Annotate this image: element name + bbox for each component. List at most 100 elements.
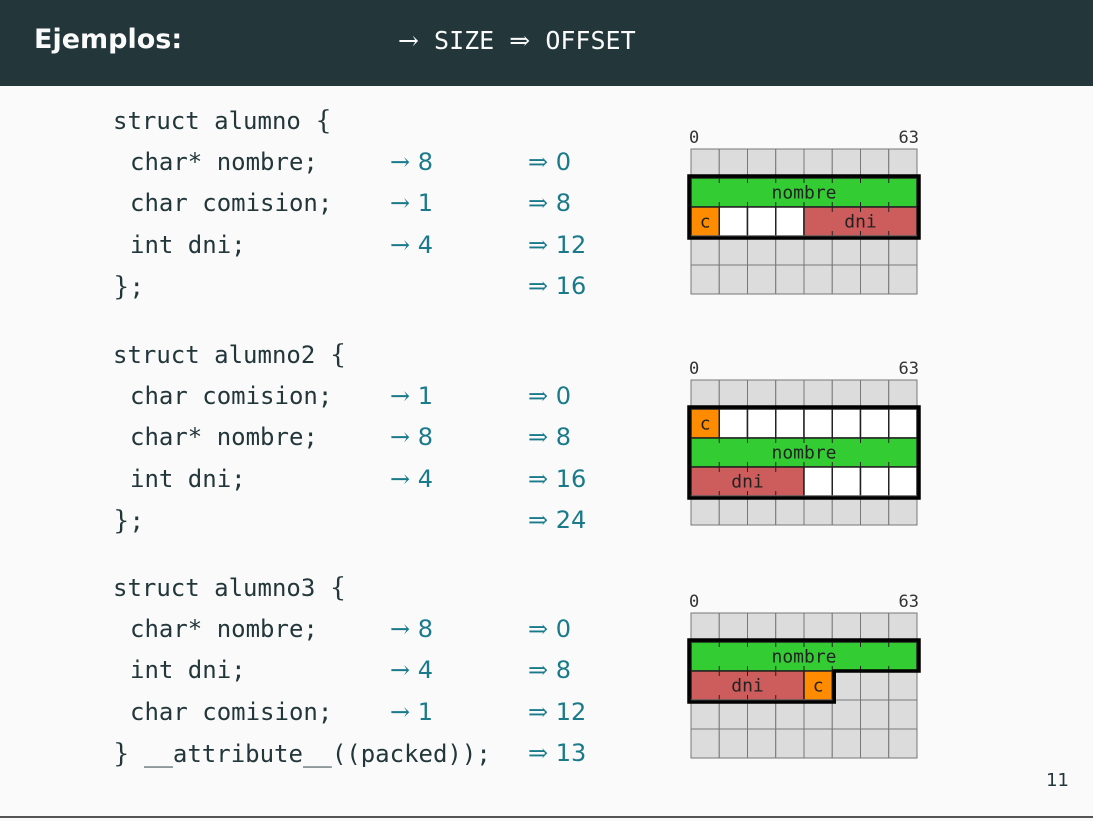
- empty-byte-cell: [860, 495, 890, 526]
- size-arrow: →: [390, 464, 411, 493]
- offset-arrow: ⇒: [528, 381, 549, 410]
- empty-byte-cell: [831, 264, 861, 295]
- offset-value: 0: [548, 147, 572, 176]
- padding-byte-cell: [859, 408, 890, 439]
- field-nombre-label: nombre: [771, 183, 836, 204]
- empty-byte-cell: [831, 728, 861, 759]
- field-size: → 4: [390, 658, 433, 682]
- struct-total-size: ⇒ 16: [528, 274, 586, 298]
- field-size: → 8: [390, 617, 433, 641]
- empty-byte-cell: [860, 264, 890, 295]
- empty-byte-cell: [690, 728, 720, 759]
- padding-byte-cell: [831, 466, 862, 497]
- field-decl: int dni;: [130, 658, 246, 682]
- empty-byte-cell: [888, 699, 918, 730]
- field-size: → 8: [390, 425, 433, 449]
- empty-byte-cell: [831, 495, 861, 526]
- size-arrow: →: [390, 614, 411, 643]
- empty-byte-cell: [803, 264, 833, 295]
- empty-byte-cell: [860, 670, 890, 701]
- empty-byte-cell: [718, 264, 748, 295]
- size-arrow: →: [398, 26, 419, 55]
- struct-open-line: struct alumno2 {: [113, 342, 346, 368]
- empty-byte-cell: [860, 699, 890, 730]
- empty-byte-cell: [860, 728, 890, 759]
- field-offset: ⇒ 8: [528, 425, 571, 449]
- empty-byte-cell: [747, 379, 777, 410]
- empty-byte-cell: [888, 148, 918, 179]
- bit-end-label: 63: [899, 592, 919, 612]
- padding-byte-cell: [803, 466, 833, 497]
- field-decl: char* nombre;: [130, 617, 318, 641]
- field-dni-label: dni: [731, 472, 764, 493]
- field-size: → 1: [390, 700, 433, 724]
- field-offset: ⇒ 0: [528, 617, 571, 641]
- size-value: 1: [410, 381, 434, 410]
- empty-byte-cell: [690, 264, 720, 295]
- size-value: 4: [410, 230, 434, 259]
- slide-header: Ejemplos: → SIZE ⇒ OFFSET: [0, 0, 1093, 86]
- field-size: → 8: [390, 150, 433, 174]
- size-value: 1: [410, 189, 434, 217]
- offset-value: 0: [548, 614, 572, 643]
- empty-byte-cell: [860, 235, 890, 266]
- empty-byte-cell: [803, 728, 833, 759]
- padding-byte-cell: [888, 408, 918, 439]
- offset-arrow: ⇒: [528, 506, 549, 534]
- padding-byte-cell: [718, 206, 749, 237]
- field-declaration: char* nombre;: [130, 147, 318, 176]
- total-value: 16: [548, 272, 587, 300]
- field-offset: ⇒ 12: [528, 700, 586, 724]
- empty-byte-cell: [775, 264, 805, 295]
- padding-byte-cell: [831, 408, 862, 439]
- field-decl: int dni;: [130, 233, 246, 257]
- size-arrow: →: [390, 381, 411, 410]
- empty-byte-cell: [690, 495, 720, 526]
- size-arrow: →: [390, 697, 411, 726]
- field-c-label: c: [700, 414, 711, 435]
- struct-open-line: struct alumno3 {: [113, 575, 346, 601]
- padding-byte-cell: [746, 206, 777, 237]
- open-brace: {: [315, 106, 332, 136]
- empty-byte-cell: [888, 670, 918, 701]
- empty-byte-cell: [888, 379, 918, 410]
- struct-close-text: ;: [129, 273, 144, 301]
- offset-arrow: ⇒: [528, 656, 549, 684]
- field-decl: char* nombre;: [130, 425, 318, 449]
- empty-byte-cell: [803, 612, 833, 643]
- empty-byte-cell: [803, 148, 833, 179]
- struct-total-size: ⇒ 13: [528, 741, 586, 765]
- empty-byte-cell: [775, 728, 805, 759]
- empty-byte-cell: [831, 379, 861, 410]
- field-nombre-label: nombre: [771, 443, 836, 464]
- struct-outline: [687, 638, 921, 704]
- open-brace: {: [329, 573, 347, 603]
- field-offset: ⇒ 0: [528, 384, 571, 408]
- empty-byte-cell: [775, 379, 805, 410]
- field-declaration: char comision;: [130, 189, 333, 217]
- size-value: 4: [410, 656, 434, 684]
- field-offset: ⇒ 8: [528, 658, 571, 682]
- total-value: 13: [548, 739, 587, 767]
- field-c-label: c: [700, 212, 711, 233]
- padding-byte-cell: [803, 408, 833, 439]
- field-c-label: c: [813, 676, 824, 697]
- empty-byte-cell: [803, 235, 833, 266]
- size-arrow: →: [390, 189, 411, 217]
- close-brace: }: [113, 506, 130, 536]
- field-offset: ⇒ 8: [528, 191, 571, 215]
- bit-start-label: 0: [689, 359, 699, 379]
- struct-name: struct alumno: [113, 107, 316, 135]
- offset-value: 12: [548, 697, 587, 726]
- empty-byte-cell: [775, 235, 805, 266]
- offset-arrow: ⇒: [528, 189, 549, 217]
- empty-byte-cell: [775, 148, 805, 179]
- padding-byte-cell: [775, 206, 805, 237]
- empty-byte-cell: [831, 612, 861, 643]
- empty-byte-cell: [747, 264, 777, 295]
- offset-arrow: ⇒: [528, 697, 549, 726]
- bit-end-label: 63: [899, 359, 919, 379]
- empty-byte-cell: [690, 379, 720, 410]
- empty-byte-cell: [860, 148, 890, 179]
